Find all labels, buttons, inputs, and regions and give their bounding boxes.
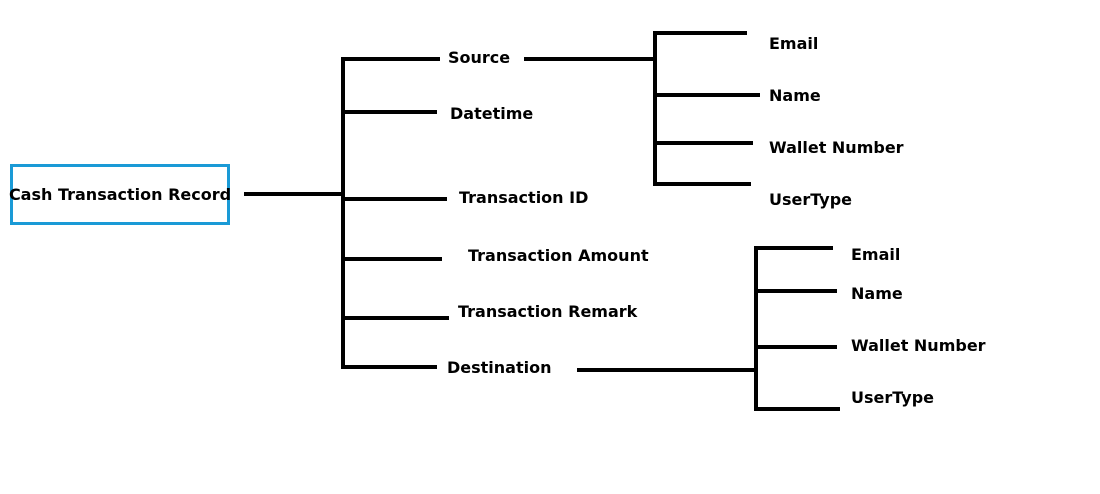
node-source-name: Name bbox=[769, 86, 821, 105]
node-destination-wallet-number: Wallet Number bbox=[851, 336, 986, 355]
node-source: Source bbox=[448, 48, 511, 67]
root-node-label: Cash Transaction Record bbox=[8, 185, 232, 204]
node-destination: Destination bbox=[447, 358, 552, 377]
node-datetime: Datetime bbox=[450, 104, 534, 123]
node-destination-usertype: UserType bbox=[851, 388, 935, 407]
node-destination-name: Name bbox=[851, 284, 903, 303]
node-transaction-amount: Transaction Amount bbox=[468, 246, 649, 265]
node-source-usertype: UserType bbox=[769, 190, 853, 209]
node-transaction-id: Transaction ID bbox=[459, 188, 589, 207]
node-destination-email: Email bbox=[851, 245, 901, 264]
root-node: Cash Transaction Record bbox=[8, 164, 232, 225]
node-transaction-remark: Transaction Remark bbox=[458, 302, 638, 321]
node-source-wallet-number: Wallet Number bbox=[769, 138, 904, 157]
node-source-email: Email bbox=[769, 34, 819, 53]
